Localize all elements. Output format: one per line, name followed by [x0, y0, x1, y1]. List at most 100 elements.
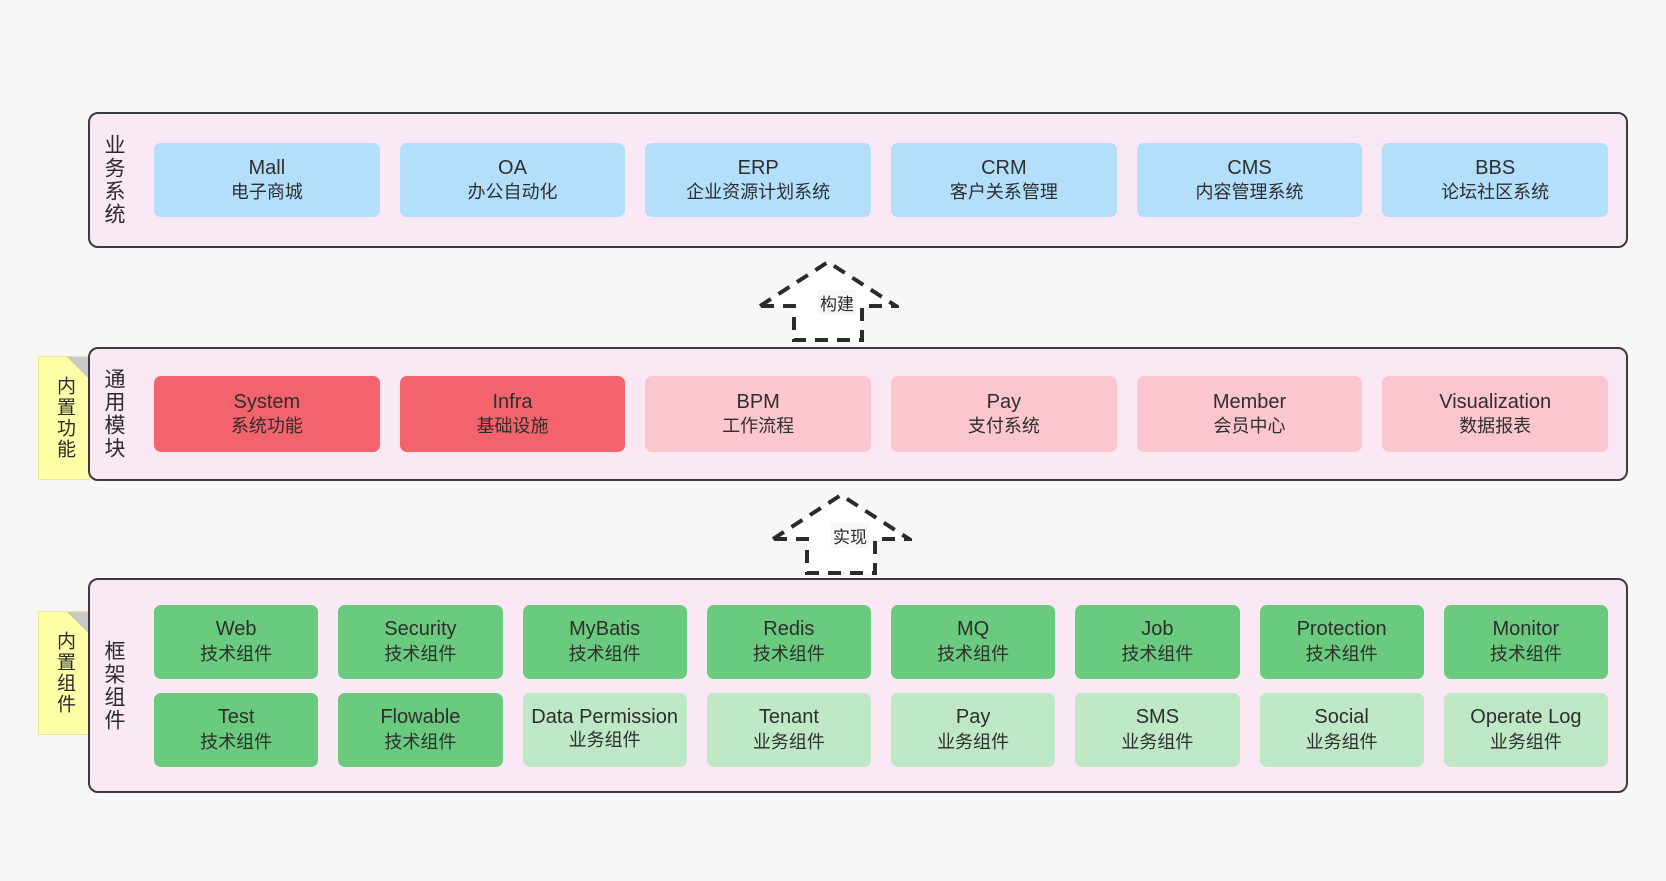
module-card-title: Pay	[986, 390, 1022, 413]
module-card-security[interactable]: Security 技术组件	[338, 604, 503, 679]
module-card-sms[interactable]: SMS 业务组件	[1075, 692, 1240, 767]
module-card-subtitle: 技术组件	[1305, 643, 1378, 664]
module-card-system[interactable]: System 系统功能	[154, 376, 380, 452]
sticky-note-text: 内置组件	[53, 631, 75, 715]
module-card-title: MyBatis	[569, 618, 641, 641]
module-card-bbs[interactable]: BBS 论坛社区系统	[1382, 143, 1609, 217]
module-card-pay-business[interactable]: Pay 业务组件	[891, 692, 1056, 767]
module-card-job[interactable]: Job 技术组件	[1075, 604, 1240, 679]
module-card-test[interactable]: Test 技术组件	[154, 692, 319, 767]
module-card-data-permission[interactable]: Data Permission 业务组件	[522, 692, 687, 767]
module-card-title: CMS	[1227, 156, 1272, 179]
layer-label-business-system: 业务系统	[102, 134, 126, 226]
module-card-title: ERP	[737, 156, 779, 179]
module-card-pay[interactable]: Pay 支付系统	[891, 376, 1117, 452]
connector-implement-label: 实现	[831, 523, 869, 548]
module-card-tenant[interactable]: Tenant 业务组件	[706, 692, 871, 767]
module-card-title: CRM	[981, 156, 1027, 179]
module-card-title: BBS	[1475, 156, 1516, 179]
module-card-subtitle: 业务组件	[1489, 731, 1562, 752]
module-card-operate-log[interactable]: Operate Log 业务组件	[1443, 692, 1608, 767]
layer-row: System 系统功能 Infra 基础设施 BPM 工作流程 Pay 支付系统…	[154, 376, 1609, 452]
module-card-title: Redis	[763, 618, 815, 641]
module-card-cms[interactable]: CMS 内容管理系统	[1136, 143, 1363, 217]
module-card-title: Infra	[492, 390, 533, 413]
module-card-subtitle: 技术组件	[384, 731, 457, 752]
module-card-title: OA	[498, 156, 527, 179]
module-card-subtitle: 技术组件	[200, 731, 273, 752]
module-card-title: System	[233, 390, 301, 413]
sticky-note-text: 内置功能	[53, 376, 75, 460]
module-card-title: Mall	[248, 156, 286, 179]
module-card-subtitle: 技术组件	[752, 643, 825, 664]
note-fold-corner-icon	[67, 357, 89, 379]
module-card-mybatis[interactable]: MyBatis 技术组件	[522, 604, 687, 679]
module-card-infra[interactable]: Infra 基础设施	[399, 376, 626, 452]
module-card-social[interactable]: Social 业务组件	[1259, 692, 1424, 767]
module-card-mq[interactable]: MQ 技术组件	[891, 604, 1056, 679]
module-card-title: Web	[215, 618, 257, 641]
module-card-title: MQ	[957, 618, 990, 641]
layer-panel-business-system: 业务系统 Mall 电子商城 OA 办公自动化 ERP 企业资源计划系统 CRM…	[88, 112, 1628, 248]
module-card-title: Monitor	[1492, 618, 1560, 641]
module-card-title: Flowable	[380, 706, 461, 729]
module-card-crm[interactable]: CRM 客户关系管理	[891, 143, 1117, 217]
module-card-subtitle: 业务组件	[1121, 731, 1194, 752]
module-card-title: Pay	[955, 706, 991, 729]
module-card-title: Job	[1141, 618, 1174, 641]
module-card-title: Protection	[1296, 618, 1387, 641]
module-card-subtitle: 技术组件	[937, 643, 1010, 664]
layer-panel-common-module: 通用模块 System 系统功能 Infra 基础设施 BPM 工作流程 Pay…	[88, 347, 1628, 481]
module-card-subtitle: 业务组件	[937, 731, 1010, 752]
module-card-subtitle: 企业资源计划系统	[686, 182, 831, 203]
module-card-title: SMS	[1135, 706, 1180, 729]
module-card-subtitle: 办公自动化	[467, 182, 558, 203]
note-fold-corner-icon	[67, 612, 89, 634]
layer-row: Web 技术组件 Security 技术组件 MyBatis 技术组件 Redi…	[154, 604, 1608, 679]
module-card-subtitle: 基础设施	[476, 416, 549, 437]
module-card-title: Member	[1212, 390, 1287, 413]
module-card-subtitle: 技术组件	[1489, 643, 1562, 664]
module-card-title: Test	[217, 706, 255, 729]
layer-body-common-module: System 系统功能 Infra 基础设施 BPM 工作流程 Pay 支付系统…	[136, 349, 1626, 479]
module-card-subtitle: 业务组件	[752, 731, 825, 752]
module-card-title: Operate Log	[1470, 706, 1582, 729]
module-card-subtitle: 工作流程	[722, 416, 795, 437]
module-card-mall[interactable]: Mall 电子商城	[154, 143, 380, 217]
module-card-title: Tenant	[758, 706, 819, 729]
sticky-note-builtin-component: 内置组件	[38, 611, 90, 735]
module-card-oa[interactable]: OA 办公自动化	[399, 143, 626, 217]
module-card-title: BPM	[736, 390, 780, 413]
layer-panel-framework-component: 框架组件 Web 技术组件 Security 技术组件 MyBatis 技术组件…	[88, 578, 1628, 793]
module-card-subtitle: 会员中心	[1213, 416, 1286, 437]
module-card-monitor[interactable]: Monitor 技术组件	[1443, 604, 1608, 679]
module-card-subtitle: 技术组件	[1121, 643, 1194, 664]
module-card-subtitle: 电子商城	[230, 182, 303, 203]
layer-body-framework-component: Web 技术组件 Security 技术组件 MyBatis 技术组件 Redi…	[136, 580, 1626, 791]
module-card-subtitle: 系统功能	[230, 416, 303, 437]
module-card-title: Security	[384, 618, 457, 641]
layer-body-business-system: Mall 电子商城 OA 办公自动化 ERP 企业资源计划系统 CRM 客户关系…	[136, 114, 1626, 246]
module-card-subtitle: 内容管理系统	[1195, 182, 1304, 203]
module-card-erp[interactable]: ERP 企业资源计划系统	[645, 143, 872, 217]
module-card-title: Visualization	[1439, 390, 1552, 413]
module-card-subtitle: 数据报表	[1459, 416, 1532, 437]
module-card-web[interactable]: Web 技术组件	[154, 604, 319, 679]
module-card-visualization[interactable]: Visualization 数据报表	[1382, 376, 1609, 452]
layer-row: Mall 电子商城 OA 办公自动化 ERP 企业资源计划系统 CRM 客户关系…	[154, 143, 1609, 217]
module-card-subtitle: 支付系统	[967, 416, 1040, 437]
module-card-subtitle: 客户关系管理	[949, 182, 1058, 203]
module-card-flowable[interactable]: Flowable 技术组件	[338, 692, 503, 767]
module-card-member[interactable]: Member 会员中心	[1136, 376, 1363, 452]
module-card-bpm[interactable]: BPM 工作流程	[645, 376, 872, 452]
module-card-protection[interactable]: Protection 技术组件	[1259, 604, 1424, 679]
module-card-subtitle: 业务组件	[1305, 731, 1378, 752]
module-card-title: Social	[1314, 706, 1369, 729]
module-card-subtitle: 论坛社区系统	[1441, 182, 1550, 203]
layer-label-common-module: 通用模块	[102, 368, 126, 460]
module-card-redis[interactable]: Redis 技术组件	[706, 604, 871, 679]
layer-label-framework-component: 框架组件	[102, 639, 126, 732]
module-card-title: Data Permission	[531, 706, 678, 729]
connector-build-label: 构建	[818, 290, 856, 315]
